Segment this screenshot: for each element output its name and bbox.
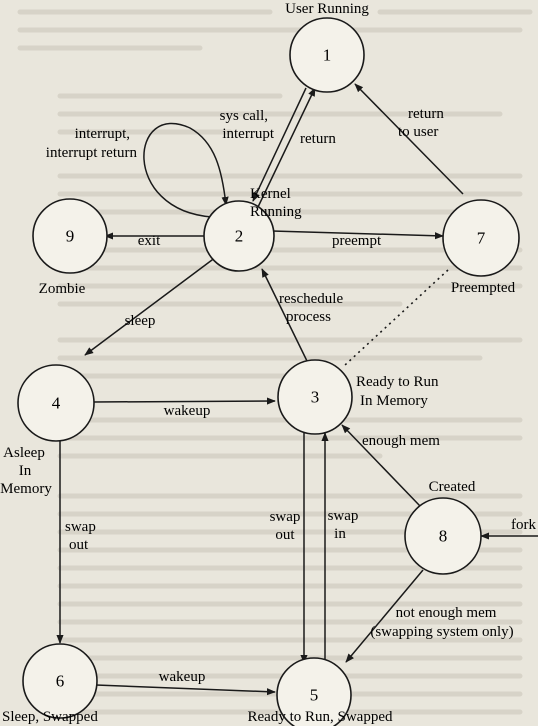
state-2-label-line1: Kernel [250, 186, 291, 202]
label-exit: exit [138, 233, 161, 249]
edge-preempt-2-to-7 [271, 230, 444, 240]
state-3-label-line1: Ready to Run [356, 374, 439, 390]
label-interrupt-line2: interrupt return [46, 145, 138, 161]
label-return: return [300, 131, 336, 147]
state-1-number: 1 [323, 46, 332, 65]
label-reschedule-line1: reschedule [279, 291, 343, 307]
state-5-circle [276, 657, 352, 726]
state-4-label-line1: Asleep [3, 445, 45, 461]
state-3: 3 [277, 359, 353, 435]
state-6-circle [22, 643, 98, 719]
state-4-circle [17, 364, 95, 442]
state-4: 4 [17, 364, 95, 442]
state-2: 2 [203, 200, 275, 272]
state-3-number: 3 [311, 388, 320, 407]
label-swap-in-line2: in [334, 526, 346, 542]
label-return-to-user-line1: return [408, 106, 444, 122]
label-syscall-line2: interrupt [222, 126, 274, 142]
state-2-label-line2: Running [250, 204, 302, 220]
label-swap-out-line2: out [275, 527, 295, 543]
label-wakeup-mem: wakeup [164, 403, 211, 419]
state-8-label: Created [429, 479, 476, 495]
state-3-label-line2: In Memory [360, 393, 428, 409]
label-swap-out-line1: swap [270, 509, 301, 525]
label-swap-out-4-line2: out [69, 537, 89, 553]
edge-not-enough-mem-8-to-5 [345, 569, 424, 663]
state-8-number: 8 [439, 527, 448, 546]
state-6-number: 6 [56, 672, 65, 691]
state-4-number: 4 [52, 394, 61, 413]
state-7-circle [442, 199, 520, 277]
label-not-enough-line2: (swapping system only) [370, 624, 513, 640]
edge-reschedule-3-to-2 [261, 268, 308, 362]
state-4-label-line2: In [19, 463, 32, 479]
state-5: 5 [276, 657, 352, 726]
edge-enough-mem-8-to-3 [341, 424, 421, 507]
state-9-circle [32, 198, 108, 274]
state-8-circle [404, 497, 482, 575]
label-return-to-user-line2: to user [398, 124, 438, 140]
edge-return-2-to-1 [257, 87, 316, 208]
label-interrupt-line1: interrupt, [75, 126, 130, 142]
label-swap-in-line1: swap [328, 508, 359, 524]
state-1-circle [289, 17, 365, 93]
state-6-label: Sleep, Swapped [2, 709, 98, 725]
state-2-circle [203, 200, 275, 272]
state-1: 1 [289, 17, 365, 93]
label-swap-out-4-line1: swap [65, 519, 96, 535]
state-3-circle [277, 359, 353, 435]
label-wakeup-swapped: wakeup [159, 669, 206, 685]
state-9: 9 [32, 198, 108, 274]
edge-sleep-2-to-4 [84, 256, 217, 356]
label-enough-mem: enough mem [362, 433, 440, 449]
label-not-enough-line1: not enough mem [396, 605, 497, 621]
state-5-number: 5 [310, 686, 319, 705]
state-7-label: Preempted [451, 280, 516, 296]
edge-wakeup-6-to-5 [95, 684, 276, 696]
label-sleep: sleep [125, 313, 156, 329]
state-2-number: 2 [235, 227, 244, 246]
label-reschedule-line2: process [286, 309, 331, 325]
state-5-label: Ready to Run, Swapped [248, 709, 393, 725]
edge-wakeup-4-to-3 [92, 397, 276, 405]
state-7: 7 [442, 199, 520, 277]
label-fork: fork [511, 517, 536, 533]
edge-dotted-7-to-3 [344, 269, 449, 366]
state-4-label-line3: Memory [0, 481, 52, 497]
state-9-number: 9 [66, 227, 75, 246]
edge-interrupt-loop-2 [143, 122, 229, 218]
label-syscall-line1: sys call, [220, 108, 268, 124]
edge-return-to-user-7-to-1 [354, 83, 464, 195]
state-9-label: Zombie [39, 281, 86, 297]
state-7-number: 7 [477, 229, 486, 248]
label-preempt: preempt [332, 233, 382, 249]
state-6: 6 [22, 643, 98, 719]
state-8: 8 [404, 497, 482, 575]
edge-syscall-1-to-2 [252, 87, 307, 202]
state-1-label: User Running [285, 1, 369, 17]
